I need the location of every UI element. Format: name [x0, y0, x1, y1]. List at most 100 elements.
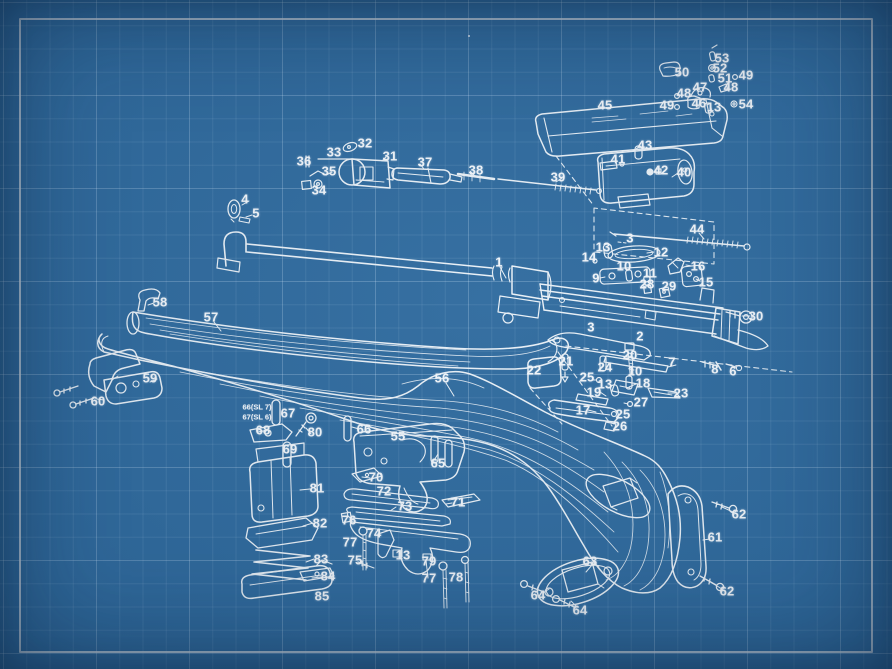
handguard-57 [126, 311, 570, 370]
part-callout-64: 64 [530, 587, 546, 603]
part-callout-66: 66 [356, 421, 372, 437]
part-callout-3: 3 [587, 319, 595, 335]
part-callout-62: 62 [719, 583, 735, 599]
part-callout-27: 27 [633, 394, 649, 410]
small-parts-46-54 [659, 44, 738, 114]
part-callout-42: 42 [653, 162, 669, 178]
part-callout-43: 43 [637, 137, 653, 153]
part-callout-81: 81 [309, 480, 325, 496]
part-callout-49: 49 [738, 67, 754, 83]
mag-follower-82 [245, 517, 319, 549]
part-callout-10: 10 [616, 258, 632, 274]
part-callout-32: 32 [357, 135, 373, 151]
screws-62 [699, 501, 738, 592]
frame-border [19, 18, 873, 653]
part-callout-21: 21 [558, 353, 574, 369]
sight-parts-32-36 [301, 141, 358, 190]
part-callout-52: 52 [712, 60, 728, 76]
small-parts-66-69-80 [249, 399, 317, 468]
gas-piston-37 [391, 167, 463, 185]
part-callout-73: 73 [397, 498, 413, 514]
part-callout-14: 14 [581, 249, 597, 265]
part-callout-19: 19 [586, 384, 602, 400]
stock-56 [97, 333, 682, 594]
part-callout-39: 39 [550, 169, 566, 185]
part-callout-60: 60 [90, 393, 106, 409]
part-callout-13: 13 [597, 376, 613, 392]
part-callout-82: 82 [312, 515, 328, 531]
part-callout-69: 69 [282, 441, 298, 457]
part-callout-62: 62 [731, 506, 747, 522]
rod-38 [456, 171, 496, 183]
part-callout-78: 78 [448, 569, 464, 585]
part-callout-10: 10 [627, 363, 643, 379]
part-callout-84: 84 [320, 568, 336, 584]
part-callout-40: 40 [676, 164, 692, 180]
mag-spring-83 [251, 549, 311, 581]
buttplate-61 [667, 485, 707, 589]
part-callout-50: 50 [674, 64, 690, 80]
receiver-small-parts-9-16 [592, 241, 704, 299]
part-callout-12: 12 [653, 244, 669, 260]
part-callout-85: 85 [314, 588, 330, 604]
part-callout-76: 76 [341, 512, 357, 528]
part-callout-65: 65 [430, 455, 446, 471]
part-callout-49: 49 [659, 97, 675, 113]
flat-parts-70-73 [343, 467, 481, 527]
part-callout-13: 13 [706, 99, 722, 115]
part-callout-46: 46 [691, 95, 707, 111]
part-callout-36: 36 [296, 153, 312, 169]
sear-parts-17-27 [527, 342, 681, 432]
front-sight-4-5 [227, 199, 251, 224]
part-callout-74: 74 [366, 525, 382, 541]
part-callout-7: 7 [668, 354, 676, 370]
part-callout-15: 15 [698, 274, 714, 290]
part-callout-17: 17 [575, 402, 591, 418]
part-callout-34: 34 [311, 182, 327, 198]
part-callout-3: 3 [626, 230, 634, 246]
part-callout-13: 13 [595, 239, 611, 255]
barrel-1 [216, 231, 552, 324]
rear-sight-31 [338, 158, 395, 189]
part-callout-4: 4 [241, 191, 249, 207]
part-callout-77: 77 [421, 570, 437, 586]
part-note: 67(SL 6) [242, 412, 272, 422]
trigger-housing-55 [352, 422, 466, 513]
part-callout-20: 20 [622, 347, 638, 363]
part-callout-67: 67 [280, 405, 296, 421]
part-callout-70: 70 [368, 469, 384, 485]
handguard-clip-58 [137, 288, 161, 312]
bolt-parts-41-43 [599, 145, 662, 176]
dashed-guides [529, 155, 793, 427]
part-callout-79: 79 [421, 553, 437, 569]
part-callout-13: 13 [395, 547, 411, 563]
part-note: 66(SL 7) [242, 402, 272, 412]
part-callout-6: 6 [729, 363, 737, 379]
part-callout-33: 33 [326, 144, 342, 160]
part-callout-48: 48 [723, 79, 739, 95]
part-callout-11: 11 [642, 265, 658, 281]
part-callout-83: 83 [313, 551, 329, 567]
part-callout-1: 1 [495, 254, 503, 270]
part-callout-9: 9 [592, 270, 600, 286]
part-callout-55: 55 [390, 428, 406, 444]
part-callout-26: 26 [612, 418, 628, 434]
part-callout-18: 18 [635, 375, 651, 391]
part-callout-77: 77 [342, 534, 358, 550]
part-callout-61: 61 [707, 529, 723, 545]
part-callout-31: 31 [382, 148, 398, 164]
part-callout-16: 16 [690, 258, 706, 274]
part-callout-23: 23 [673, 385, 689, 401]
part-callout-56: 56 [434, 370, 450, 386]
part-callout-45: 45 [597, 97, 613, 113]
part-callout-47: 47 [692, 79, 708, 95]
part-callout-38: 38 [468, 162, 484, 178]
part-callout-75: 75 [347, 552, 363, 568]
part-callout-22: 22 [526, 362, 542, 378]
part-callout-37: 37 [417, 154, 433, 170]
part-callout-51: 51 [717, 70, 733, 86]
receiver [539, 283, 769, 351]
part-callout-48: 48 [676, 85, 692, 101]
sling-slot [585, 473, 651, 519]
